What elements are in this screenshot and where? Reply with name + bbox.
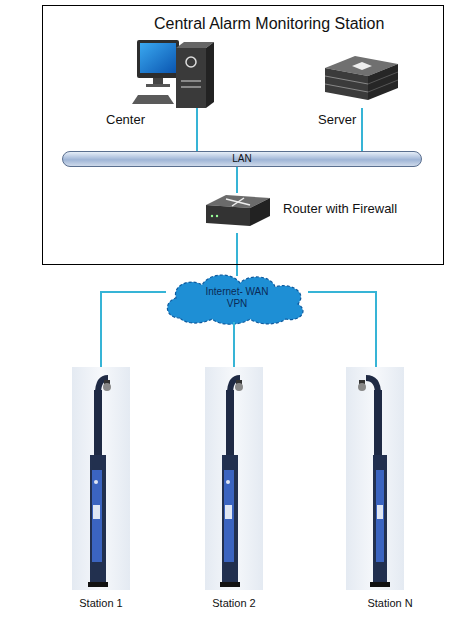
network-link xyxy=(236,167,238,193)
network-link xyxy=(236,233,238,276)
router-node: Router with Firewall xyxy=(203,193,272,233)
node-label: LAN xyxy=(63,153,421,165)
cloud-node: Internet- WAN VPN xyxy=(166,276,308,322)
computer-icon xyxy=(132,40,214,108)
node-label: Central Alarm Monitoring Station xyxy=(154,15,434,33)
node-label: Station N xyxy=(341,597,439,610)
network-link xyxy=(196,108,198,151)
lan-bus: LAN xyxy=(62,151,422,167)
router-icon xyxy=(206,195,270,226)
node-label: Station 2 xyxy=(185,597,283,610)
node-label: Internet- WAN VPN xyxy=(199,286,275,309)
computer-node: Center xyxy=(135,38,215,108)
station-pole-icon xyxy=(72,367,130,590)
network-link xyxy=(101,292,166,367)
network-link xyxy=(308,292,376,367)
network-link xyxy=(361,108,363,151)
node-label: Router with Firewall xyxy=(283,202,433,217)
station-box: Central Alarm Monitoring StationCenterSe… xyxy=(42,5,444,265)
node-label: Center xyxy=(106,113,166,128)
station-pole: Station 1 xyxy=(72,367,130,590)
cloud-shape xyxy=(167,275,303,324)
station-pole-icon xyxy=(205,367,263,590)
station-pole: Station 2 xyxy=(205,367,263,590)
network-link xyxy=(233,322,235,367)
node-label: Station 1 xyxy=(52,597,150,610)
station-pole: Station N xyxy=(346,367,404,590)
server-icon xyxy=(325,56,398,100)
server-node: Server xyxy=(322,52,400,108)
node-label: Server xyxy=(318,113,378,128)
station-pole-icon xyxy=(346,367,404,590)
